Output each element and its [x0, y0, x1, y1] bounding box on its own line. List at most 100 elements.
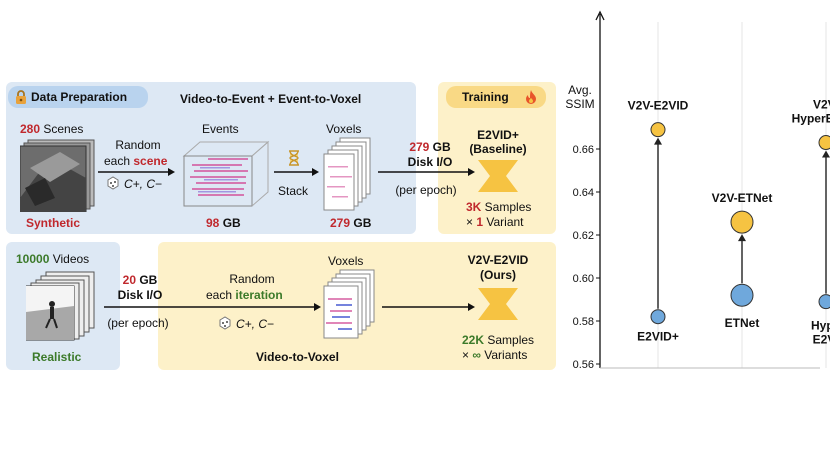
synthetic-label: Synthetic: [26, 216, 81, 230]
training-pill: Training: [446, 86, 546, 108]
videos-count: 10000: [16, 252, 50, 266]
each-iteration-caption: each iteration: [206, 288, 283, 302]
ours-tag: (Ours): [480, 268, 516, 282]
random-label-top: Random: [115, 138, 161, 152]
lock-icon: [13, 89, 29, 108]
disk-io-bottom: Disk I/O: [117, 288, 163, 302]
data-point-v2v-e2vid: [650, 122, 666, 138]
arrow-voxels-to-ours: [382, 303, 475, 311]
improvement-arrowhead: [738, 234, 746, 242]
baseline-samples: 3K Samples: [466, 200, 531, 214]
dice-icon: [106, 176, 120, 195]
voxels-stack-top: [323, 137, 371, 211]
data-preparation-pill: Data Preparation: [8, 86, 148, 108]
baseline-variant: × 1 Variant: [466, 215, 524, 229]
scenes-count: 280: [20, 122, 41, 136]
stack-label: Stack: [278, 184, 309, 198]
voxels-label-top: Voxels: [326, 122, 362, 136]
point-label-v2v-e2vid: V2V-E2VID: [628, 99, 689, 113]
point-label-hyper-e2vid: Hyper-E2VID: [811, 319, 830, 347]
y-tick-label: 0.66: [573, 144, 594, 156]
events-label: Events: [202, 122, 239, 136]
arrow-videos-to-voxels: [104, 303, 321, 311]
contrast-label-top: C+, C−: [124, 177, 163, 191]
baseline-variant-label: Variant: [483, 215, 524, 229]
ours-variant-prefix: ×: [462, 348, 473, 362]
voxels-unit: GB: [350, 216, 372, 230]
disk-caption-bottom: 20 GB: [100, 273, 180, 287]
point-label-v2v-etnet: V2V-ETNet: [712, 191, 773, 205]
top-pipeline-title: Video-to-Event + Event-to-Voxel: [180, 92, 362, 106]
ours-samples-num: 22K: [462, 333, 485, 347]
per-epoch-top: (per epoch): [395, 183, 457, 197]
point-label-v2v-hypere2vid: V2V-HyperE2VID: [792, 98, 830, 126]
ours-samples-label: Samples: [484, 333, 535, 347]
each-prefix-top: each: [104, 154, 134, 168]
data-point-hyper-e2vid: [818, 294, 830, 310]
baseline-variant-prefix: ×: [466, 215, 477, 229]
ours-model-icon: [478, 288, 518, 320]
y-tick-label: 0.64: [573, 187, 594, 199]
disk-io-top: Disk I/O: [407, 155, 453, 169]
ours-variant-label: Variants: [480, 348, 528, 362]
disk-size-top: 279: [409, 140, 430, 154]
each-iteration-key: iteration: [235, 288, 283, 302]
ours-variant: × ∞ Variants: [462, 348, 527, 362]
hourglass-icon: [288, 150, 300, 171]
baseline-model-icon: [478, 160, 518, 192]
training-label: Training: [462, 90, 509, 104]
bottom-pipeline-title: Video-to-Voxel: [256, 350, 339, 364]
y-tick-label: 0.56: [573, 359, 594, 371]
voxels-size: 279: [330, 216, 351, 230]
data-point-v2v-etnet: [730, 210, 754, 234]
scenes-label: Scenes: [40, 122, 84, 136]
disk-size-bottom: 20: [122, 273, 136, 287]
videos-label: Videos: [49, 252, 90, 266]
ours-name: V2V-E2VID: [467, 253, 529, 267]
realistic-label: Realistic: [32, 350, 82, 364]
voxels-size-caption: 279 GB: [330, 216, 371, 230]
point-label-e2vid-plus: E2VID+: [637, 330, 679, 344]
videos-caption: 10000 Videos: [16, 252, 89, 266]
baseline-variant-num: 1: [476, 215, 484, 229]
disk-caption-top: 279 GB: [390, 140, 470, 154]
baseline-samples-num: 3K: [466, 200, 482, 214]
ours-samples: 22K Samples: [462, 333, 534, 347]
disk-unit-top: GB: [429, 140, 451, 154]
events-unit: GB: [219, 216, 241, 230]
data-point-etnet: [730, 283, 754, 307]
y-tick-label: 0.60: [573, 273, 594, 285]
y-tick-label: 0.62: [573, 230, 594, 242]
each-scene-key: scene: [133, 154, 168, 168]
arrow-scene-to-events: [98, 168, 175, 176]
voxels-label-bottom: Voxels: [328, 254, 364, 268]
arrow-events-to-voxels: [274, 168, 319, 176]
events-size: 98: [206, 216, 220, 230]
baseline-samples-label: Samples: [481, 200, 532, 214]
improvement-arrowhead: [654, 137, 662, 145]
data-preparation-label: Data Preparation: [31, 90, 128, 104]
y-axis-label: Avg.SSIM: [565, 83, 594, 111]
realistic-video-stack: [26, 271, 95, 341]
voxels-stack-bottom: [323, 269, 375, 339]
arrow-voxels-to-training: [378, 168, 475, 176]
each-prefix-bottom: each: [206, 288, 236, 302]
y-tick-label: 0.58: [573, 316, 594, 328]
each-scene-caption: each scene: [104, 154, 167, 168]
y-axis-arrow: [595, 10, 605, 21]
data-point-v2v-hypere2vid: [818, 135, 830, 151]
ours-variant-num: ∞: [472, 348, 481, 362]
random-label-bottom: Random: [229, 272, 275, 286]
dice-icon: [218, 316, 232, 335]
scenes-caption: 280 Scenes: [20, 122, 83, 136]
events-size-caption: 98 GB: [206, 216, 241, 230]
per-epoch-bottom: (per epoch): [107, 316, 169, 330]
synthetic-scene-image: [20, 139, 95, 212]
data-point-e2vid-: [650, 309, 666, 325]
baseline-tag: (Baseline): [469, 142, 527, 156]
disk-unit-bottom: GB: [136, 273, 158, 287]
point-label-etnet: ETNet: [725, 316, 760, 330]
improvement-arrowhead: [822, 150, 830, 158]
fire-icon: [524, 89, 538, 108]
